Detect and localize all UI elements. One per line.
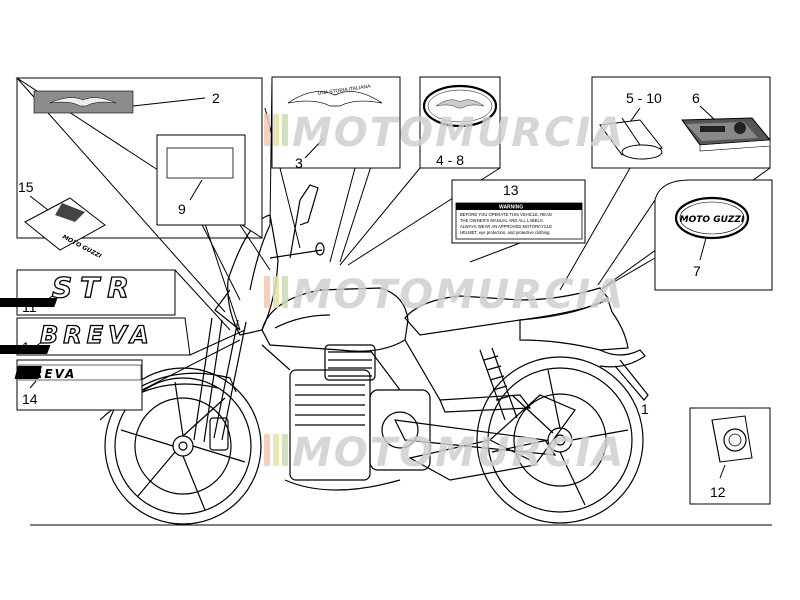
swingarm (393, 347, 557, 456)
box-decal-1: 1 BREVA V750ie (0, 317, 191, 356)
box-decal-9: 9 (156, 134, 246, 226)
breva-logo: BREVA (40, 321, 154, 349)
breva-sub: V750ie (128, 346, 163, 356)
callout-3: 3 (295, 155, 303, 171)
mirror (269, 184, 325, 259)
watermark-text-top: MOTOMURCIA (292, 110, 625, 156)
callout-2: 2 (212, 90, 220, 106)
box-decal-7: MOTO GUZZI 7 (654, 179, 773, 291)
eagle-icon-3 (287, 91, 383, 107)
watermark-text-middle: MOTOMURCIA (292, 272, 625, 318)
callout-6: 6 (692, 90, 700, 106)
warning-line-3: ALWAYS WEAR AN APPROVED MOTORCYCLE (460, 224, 552, 229)
watermark-bottom: MOTOMURCIA (264, 430, 625, 476)
callout-5-10: 5 - 10 (626, 90, 662, 106)
breva-small-num: 750 (122, 370, 139, 379)
watermark-middle: MOTOMURCIA (264, 272, 625, 318)
seat (404, 287, 609, 336)
warning-title: WARNING (499, 205, 523, 211)
watermark-layer: MOTOMURCIA MOTOMURCIA MOTOMURCIA (264, 110, 625, 476)
box-decal-5-10-6: 5 - 10 6 (591, 76, 771, 169)
warning-line-2: THE OWNER'S MANUAL AND ALL LABELS. (460, 218, 544, 223)
str-sub: V750ie (123, 299, 158, 309)
warning-line-4: HELMET, eye protection, and protective c… (460, 230, 551, 235)
box-decal-4-8: 4 - 8 (419, 76, 501, 169)
callout-4-8: 4 - 8 (436, 152, 464, 168)
blank-plate (166, 147, 234, 179)
callout-14: 14 (22, 391, 38, 407)
callout-7: 7 (693, 263, 701, 279)
box-decal-14: BREVA 750 14 (14, 359, 143, 411)
callout-13: 13 (503, 182, 519, 198)
callout-12: 12 (710, 484, 726, 500)
box-decal-3: UNA STORIA ITALIANA 3 (271, 76, 401, 171)
str-logo: STR (52, 271, 137, 304)
warning-line-1: BEFORE YOU OPERATE THIS VEHICLE, READ (460, 212, 552, 217)
eagle-icon-4 (435, 99, 485, 109)
manual-booklet-icon (681, 117, 771, 152)
box-decal-11: 11 STR V750ie (0, 269, 176, 316)
moto-guzzi-oval (674, 196, 750, 240)
oval-badge (422, 84, 498, 128)
callout-15: 15 (18, 179, 34, 195)
box-decal-13: 13 WARNING BEFORE YOU OPERATE THIS VEHIC… (451, 179, 586, 244)
rolled-decal-icon (599, 117, 663, 160)
callout-9: 9 (178, 201, 186, 217)
decal-15-sheet: 15 MOTO GUZZI (18, 179, 106, 260)
kit-icon (723, 428, 747, 452)
callout-1-rear: 1 (641, 401, 649, 417)
watermark-text-bottom: MOTOMURCIA (292, 430, 625, 476)
eagle-icon (49, 97, 117, 107)
exhaust (408, 394, 576, 481)
front-fork (193, 317, 247, 451)
motorcycle-drawing (99, 184, 649, 525)
box-decal-12: 12 (689, 407, 771, 505)
tail-section (519, 299, 649, 401)
moto-guzzi-text: MOTO GUZZI (680, 215, 745, 225)
box-2-frame (16, 77, 263, 239)
watermark-top: MOTOMURCIA (264, 110, 625, 156)
